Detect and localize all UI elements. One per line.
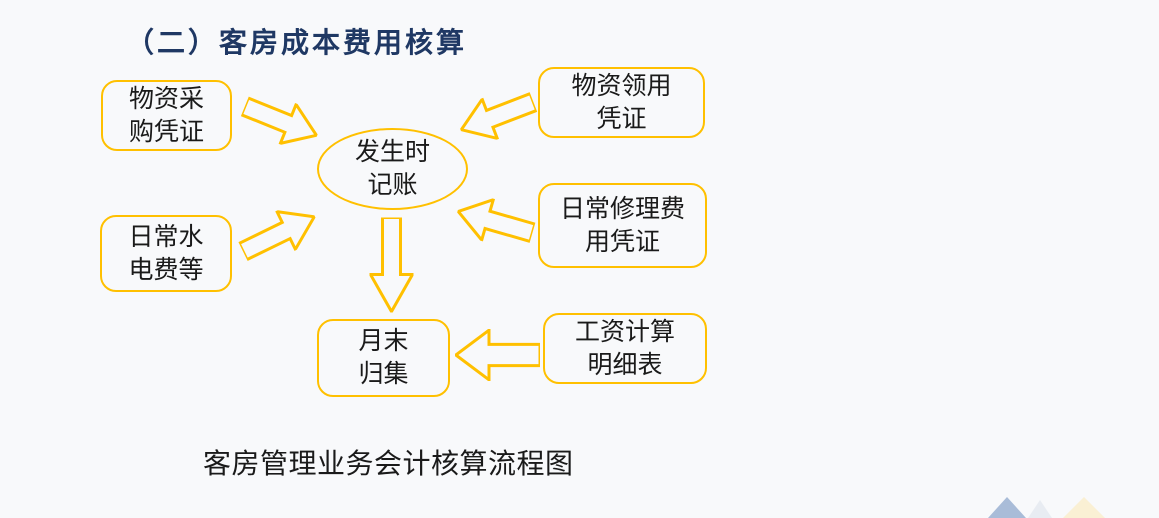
- node-label-line: 物资领用: [571, 71, 672, 100]
- corner-triangle-gray: [1028, 500, 1052, 518]
- node-salary-calc-sheet: 工资计算 明细表: [543, 313, 707, 384]
- node-daily-repair-voucher: 日常修理费 用凭证: [538, 183, 707, 268]
- arrow-repair-to-record-icon: [451, 190, 538, 254]
- arrow-utilities-to-record-icon: [233, 197, 324, 272]
- node-label-line: 日常修理费: [559, 194, 685, 223]
- node-materials-purchase-voucher: 物资采 购凭证: [101, 80, 232, 151]
- slide-title: （二）客房成本费用核算: [126, 27, 468, 58]
- arrow-salary-to-monthend-icon: [455, 329, 540, 381]
- node-label-line: 电费等: [128, 255, 204, 284]
- node-label-line: 归集: [358, 360, 409, 388]
- node-materials-requisition-voucher: 物资领用 凭证: [538, 67, 705, 138]
- node-label-line: 月末: [358, 327, 409, 355]
- arrow-record-to-monthend-icon: [370, 218, 414, 313]
- node-label-line: 日常水: [128, 222, 204, 251]
- node-label-line: 发生时: [354, 138, 430, 166]
- arrow-requisition-to-record-icon: [453, 81, 542, 150]
- node-label-line: 物资采: [128, 84, 204, 113]
- corner-triangle-cream: [1063, 497, 1105, 518]
- node-month-end-collection: 月末 归集: [317, 319, 450, 397]
- node-label-line: 购凭证: [128, 117, 204, 146]
- corner-triangle-blue: [988, 497, 1026, 518]
- node-record-on-occurrence: 发生时 记账: [317, 128, 468, 210]
- node-label-line: 工资计算: [574, 317, 675, 346]
- node-label-line: 记账: [367, 171, 418, 199]
- node-label-line: 用凭证: [584, 227, 660, 256]
- node-daily-utilities-fees: 日常水 电费等: [100, 215, 232, 292]
- node-label-line: 明细表: [587, 350, 663, 379]
- arrow-purchase-to-record-icon: [237, 86, 326, 156]
- flowchart-caption: 客房管理业务会计核算流程图: [203, 448, 574, 479]
- node-label-line: 凭证: [596, 104, 647, 133]
